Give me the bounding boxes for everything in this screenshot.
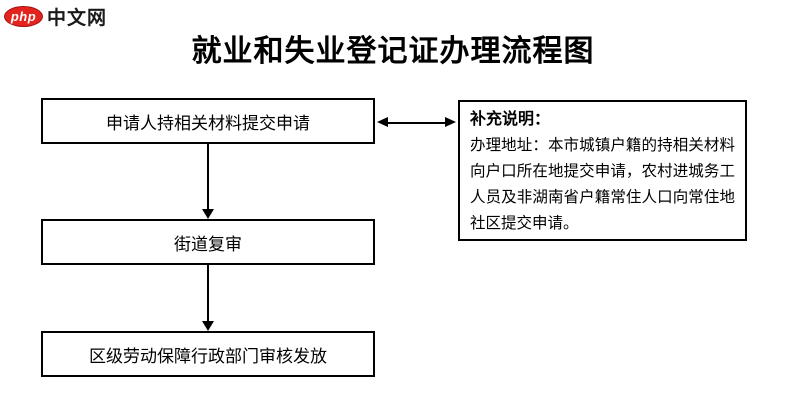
flow-step-district-issue: 区级劳动保障行政部门审核发放 [41,331,375,377]
site-logo-label: 中文网 [47,8,108,29]
page-title: 就业和失业登记证办理流程图 [191,35,595,68]
note-heading: 补充说明： [470,111,551,128]
php-logo-text: php [10,9,37,24]
arrow-shaft [207,265,209,322]
arrow-head [202,321,214,331]
flow-step-label: 申请人持相关材料提交申请 [106,113,310,133]
flow-step-submit-application: 申请人持相关材料提交申请 [41,98,375,144]
php-logo-icon: php [4,6,43,27]
flow-step-label: 区级劳动保障行政部门审核发放 [89,346,327,366]
note-box: 补充说明： 办理地址：本市城镇户籍的持相关材料向户口所在地提交申请，农村进城务工… [458,100,747,241]
arrow-down-icon [202,265,214,331]
arrow-down-icon [202,144,214,219]
flow-step-label: 街道复审 [174,234,242,254]
arrow-double-horizontal-icon [377,117,456,128]
site-logo: php 中文网 [4,3,107,30]
arrow-head-left [377,117,388,127]
arrow-shaft [385,121,448,124]
note-body: 办理地址：本市城镇户籍的持相关材料向户口所在地提交申请，农村进城务工人员及非湖南… [470,137,735,232]
arrow-head-right [445,117,456,127]
arrow-head [202,209,214,219]
flow-step-street-review: 街道复审 [41,219,375,265]
arrow-shaft [207,144,209,210]
